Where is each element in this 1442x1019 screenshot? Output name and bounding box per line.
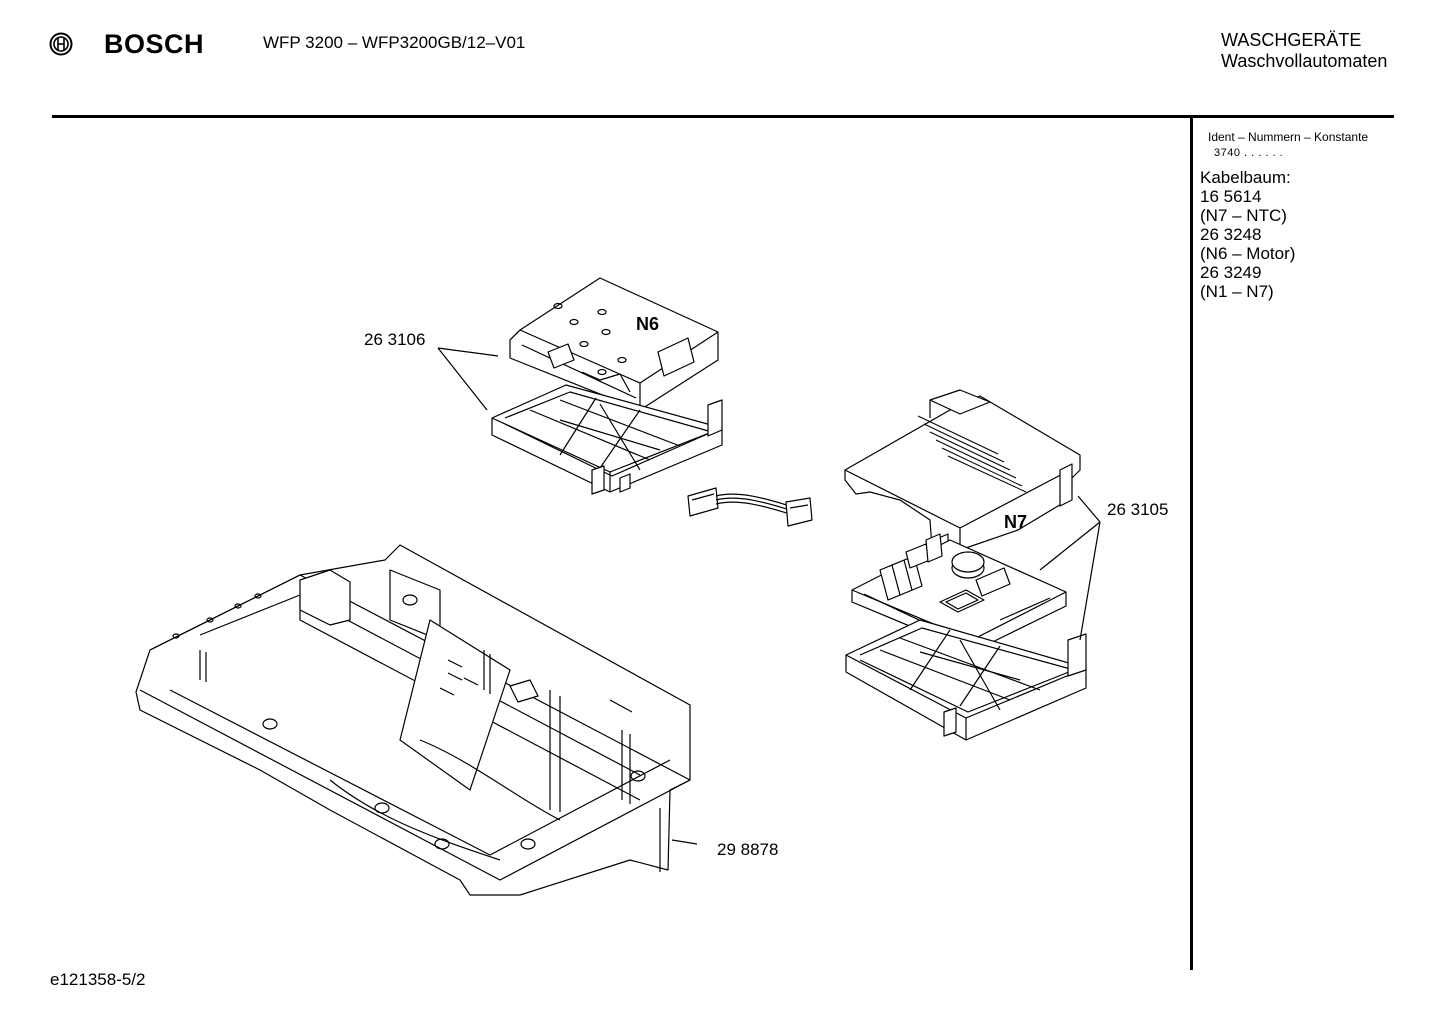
module-label-n7: N7 <box>1004 512 1027 532</box>
category-subtitle: Waschvollautomaten <box>1221 51 1388 71</box>
category-title: WASCHGERÄTE <box>1221 30 1362 50</box>
ident-value: 3740 . . . . . . <box>1214 147 1284 159</box>
brand-name: BOSCH <box>104 29 205 59</box>
module-label-n6: N6 <box>636 314 659 334</box>
bosch-logo-icon <box>49 32 73 56</box>
kabelbaum-entry: 16 5614 <box>1200 187 1262 206</box>
leader-line <box>1039 521 1101 571</box>
model-title: WFP 3200 – WFP3200GB/12–V01 <box>263 33 526 52</box>
kabelbaum-title: Kabelbaum: <box>1200 168 1291 187</box>
kabelbaum-entry: 26 3249 <box>1200 263 1262 282</box>
drawing-code: e121358-5/2 <box>50 970 146 989</box>
leader-line <box>437 347 488 411</box>
n7-base-tray <box>845 619 1087 741</box>
part-label-26-3106: 26 3106 <box>364 330 425 349</box>
header-divider <box>52 115 1394 118</box>
part-label-29-8878: 29 8878 <box>717 840 778 859</box>
n7-circuit-board <box>851 533 1067 653</box>
leader-line <box>1077 495 1101 523</box>
kabelbaum-entry: (N6 – Motor) <box>1200 244 1296 263</box>
leader-line <box>1079 521 1101 641</box>
ident-label: Ident – Nummern – Konstante <box>1208 130 1369 144</box>
exploded-parts-drawing: N6 26 3106 <box>135 277 1168 896</box>
n6-module-cover <box>509 277 719 411</box>
sidebar-divider <box>1190 118 1193 970</box>
n6-base-tray <box>491 384 723 495</box>
n7-module-cover <box>844 389 1081 563</box>
kabelbaum-entry: (N7 – NTC) <box>1200 206 1287 225</box>
cable-harness <box>687 487 813 527</box>
leader-line <box>671 839 698 845</box>
kabelbaum-entry: 26 3248 <box>1200 225 1262 244</box>
leader-line <box>437 347 499 357</box>
base-frame <box>135 544 691 896</box>
kabelbaum-entry: (N1 – N7) <box>1200 282 1274 301</box>
part-label-26-3105: 26 3105 <box>1107 500 1168 519</box>
